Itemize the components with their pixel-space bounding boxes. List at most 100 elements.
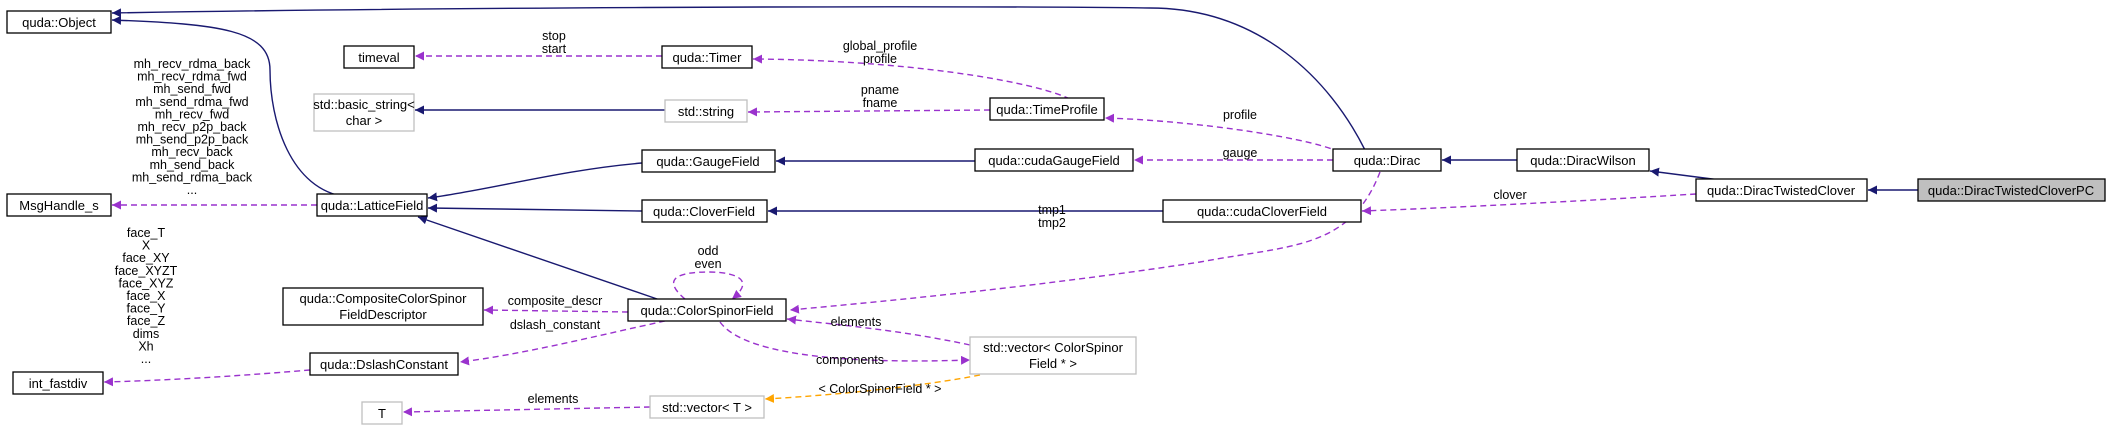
- node-quda-object[interactable]: quda::Object: [6, 10, 112, 34]
- label-clover: clover: [1493, 188, 1526, 202]
- fastdiv-label-8: dims: [133, 327, 159, 341]
- svg-text:std::string: std::string: [678, 104, 734, 119]
- msghandle-label-5: mh_recv_p2p_back: [137, 120, 247, 134]
- node-quda-latticefield[interactable]: quda::LatticeField: [316, 193, 428, 217]
- edge-dslashconstant-intfastdiv: [103, 369, 311, 387]
- node-int-fastdiv[interactable]: int_fastdiv: [12, 371, 104, 395]
- msghandle-label-6: mh_send_p2p_back: [136, 133, 249, 147]
- node-quda-diractwistedcloverpc[interactable]: quda::DiracTwistedCloverPC: [1917, 178, 2106, 202]
- svg-text:quda::TimeProfile: quda::TimeProfile: [996, 102, 1097, 117]
- label-tmp1: tmp1: [1038, 203, 1066, 217]
- label-profile-timer: profile: [863, 52, 897, 66]
- svg-text:quda::cudaGaugeField: quda::cudaGaugeField: [988, 153, 1120, 168]
- svg-text:T: T: [378, 406, 386, 421]
- svg-text:int_fastdiv: int_fastdiv: [29, 376, 88, 391]
- label-composite-descr: composite_descr: [508, 294, 603, 308]
- msghandle-label-2: mh_send_fwd: [153, 82, 231, 96]
- label-template-arg: < ColorSpinorField * >: [819, 382, 942, 396]
- label-global-profile: global_profile: [843, 39, 917, 53]
- svg-text:quda::DiracTwistedClover: quda::DiracTwistedClover: [1707, 183, 1856, 198]
- label-pname: pname: [861, 83, 899, 97]
- msghandle-label-7: mh_recv_back: [151, 145, 233, 159]
- msghandle-label-10: ...: [187, 183, 197, 197]
- label-elements-vec: elements: [831, 315, 882, 329]
- msghandle-member-labels: mh_recv_rdma_backmh_recv_rdma_fwdmh_send…: [132, 57, 253, 197]
- node-quda-cloverfield[interactable]: quda::CloverField: [641, 199, 768, 223]
- svg-text:char >: char >: [346, 113, 383, 128]
- svg-text:std::vector< T >: std::vector< T >: [662, 400, 752, 415]
- svg-text:quda::Timer: quda::Timer: [673, 50, 743, 65]
- node-msghandle[interactable]: MsgHandle_s: [6, 193, 112, 217]
- node-t[interactable]: T: [361, 401, 403, 425]
- label-tmp2: tmp2: [1038, 216, 1066, 230]
- svg-text:quda::DiracWilson: quda::DiracWilson: [1530, 153, 1636, 168]
- fastdiv-label-5: face_X: [127, 289, 167, 303]
- edge-colorspinorfield-compositedesc: [483, 305, 629, 315]
- node-std-vector-t[interactable]: std::vector< T >: [649, 395, 765, 419]
- label-even: even: [694, 257, 721, 271]
- node-quda-cudagaugefield[interactable]: quda::cudaGaugeField: [974, 148, 1134, 172]
- node-std-vector-colorspinorfield[interactable]: std::vector< ColorSpinor Field * >: [969, 336, 1137, 375]
- msghandle-label-3: mh_send_rdma_fwd: [135, 95, 248, 109]
- node-quda-cudacloverfield[interactable]: quda::cudaCloverField: [1162, 199, 1362, 223]
- node-quda-gaugefield[interactable]: quda::GaugeField: [641, 149, 776, 173]
- label-components: components: [816, 353, 884, 367]
- edge-colorspinorfield-vector: [719, 321, 971, 365]
- svg-text:quda::CompositeColorSpinor: quda::CompositeColorSpinor: [300, 291, 468, 306]
- fastdiv-label-10: ...: [141, 352, 151, 366]
- svg-text:quda::Object: quda::Object: [22, 15, 96, 30]
- svg-text:quda::Dirac: quda::Dirac: [1354, 153, 1421, 168]
- svg-text:quda::CloverField: quda::CloverField: [653, 204, 755, 219]
- fastdiv-label-2: face_XY: [122, 251, 170, 265]
- node-quda-diractwistedclover[interactable]: quda::DiracTwistedClover: [1695, 178, 1868, 202]
- label-gauge: gauge: [1223, 146, 1258, 160]
- fastdiv-label-9: Xh: [138, 339, 153, 353]
- edge-vectort-vectorcsf: [764, 374, 981, 404]
- edge-timeprofile-string: [747, 107, 991, 117]
- edge-dirac-object: [111, 6, 1366, 151]
- label-start: start: [542, 42, 567, 56]
- svg-text:quda::DiracTwistedCloverPC: quda::DiracTwistedCloverPC: [1928, 183, 2094, 198]
- fastdiv-label-3: face_XYZT: [115, 264, 178, 278]
- node-quda-timeprofile[interactable]: quda::TimeProfile: [989, 97, 1105, 121]
- edge-colorspinorfield-dslashconstant: [459, 320, 666, 366]
- fastdiv-member-labels: face_TXface_XYface_XYZTface_XYZface_Xfac…: [115, 226, 178, 366]
- fastdiv-label-4: face_XYZ: [119, 276, 174, 290]
- edge-cloverfield-latticefield: [427, 203, 643, 213]
- svg-text:std::vector< ColorSpinor: std::vector< ColorSpinor: [983, 340, 1123, 355]
- node-quda-timer[interactable]: quda::Timer: [661, 45, 753, 69]
- svg-text:FieldDescriptor: FieldDescriptor: [339, 307, 427, 322]
- svg-text:std::basic_string<: std::basic_string<: [313, 97, 415, 112]
- msghandle-label-9: mh_send_rdma_back: [132, 170, 253, 184]
- svg-text:MsgHandle_s: MsgHandle_s: [19, 198, 99, 213]
- edge-timeprofile-timer: [752, 54, 1071, 100]
- svg-text:Field * >: Field * >: [1029, 356, 1077, 371]
- node-quda-dirac[interactable]: quda::Dirac: [1332, 148, 1442, 172]
- edge-vectort-t: [402, 406, 651, 417]
- edge-vector-colorspinorfield: [786, 315, 971, 346]
- msghandle-label-0: mh_recv_rdma_back: [134, 57, 251, 71]
- fastdiv-label-6: face_Y: [127, 302, 167, 316]
- edge-colorspinorfield-self: [672, 271, 744, 300]
- node-timeval[interactable]: timeval: [343, 45, 415, 69]
- node-composite-color-spinor-field-descriptor[interactable]: quda::CompositeColorSpinor FieldDescript…: [282, 287, 484, 326]
- node-quda-diracwilson[interactable]: quda::DiracWilson: [1516, 148, 1650, 172]
- svg-text:quda::GaugeField: quda::GaugeField: [656, 154, 759, 169]
- svg-text:quda::LatticeField: quda::LatticeField: [321, 198, 424, 213]
- label-fname: fname: [863, 96, 898, 110]
- fastdiv-label-1: X: [142, 239, 151, 253]
- svg-text:quda::DslashConstant: quda::DslashConstant: [320, 357, 448, 372]
- svg-text:quda::cudaCloverField: quda::cudaCloverField: [1197, 204, 1327, 219]
- node-std-string[interactable]: std::string: [664, 99, 748, 123]
- msghandle-label-8: mh_send_back: [150, 158, 236, 172]
- msghandle-label-1: mh_recv_rdma_fwd: [137, 70, 247, 84]
- node-quda-colorspinorfield[interactable]: quda::ColorSpinorField: [627, 298, 787, 322]
- node-quda-dslashconstant[interactable]: quda::DslashConstant: [309, 352, 459, 376]
- label-odd: odd: [698, 244, 719, 258]
- edge-latticefield-object: [111, 15, 348, 198]
- fastdiv-label-0: face_T: [127, 226, 166, 240]
- edge-gaugefield-latticefield: [427, 162, 643, 202]
- edge-diractwistedclover-cudacloverfield: [1361, 193, 1697, 216]
- svg-text:timeval: timeval: [358, 50, 399, 65]
- node-std-basic-string[interactable]: std::basic_string< char >: [313, 93, 415, 132]
